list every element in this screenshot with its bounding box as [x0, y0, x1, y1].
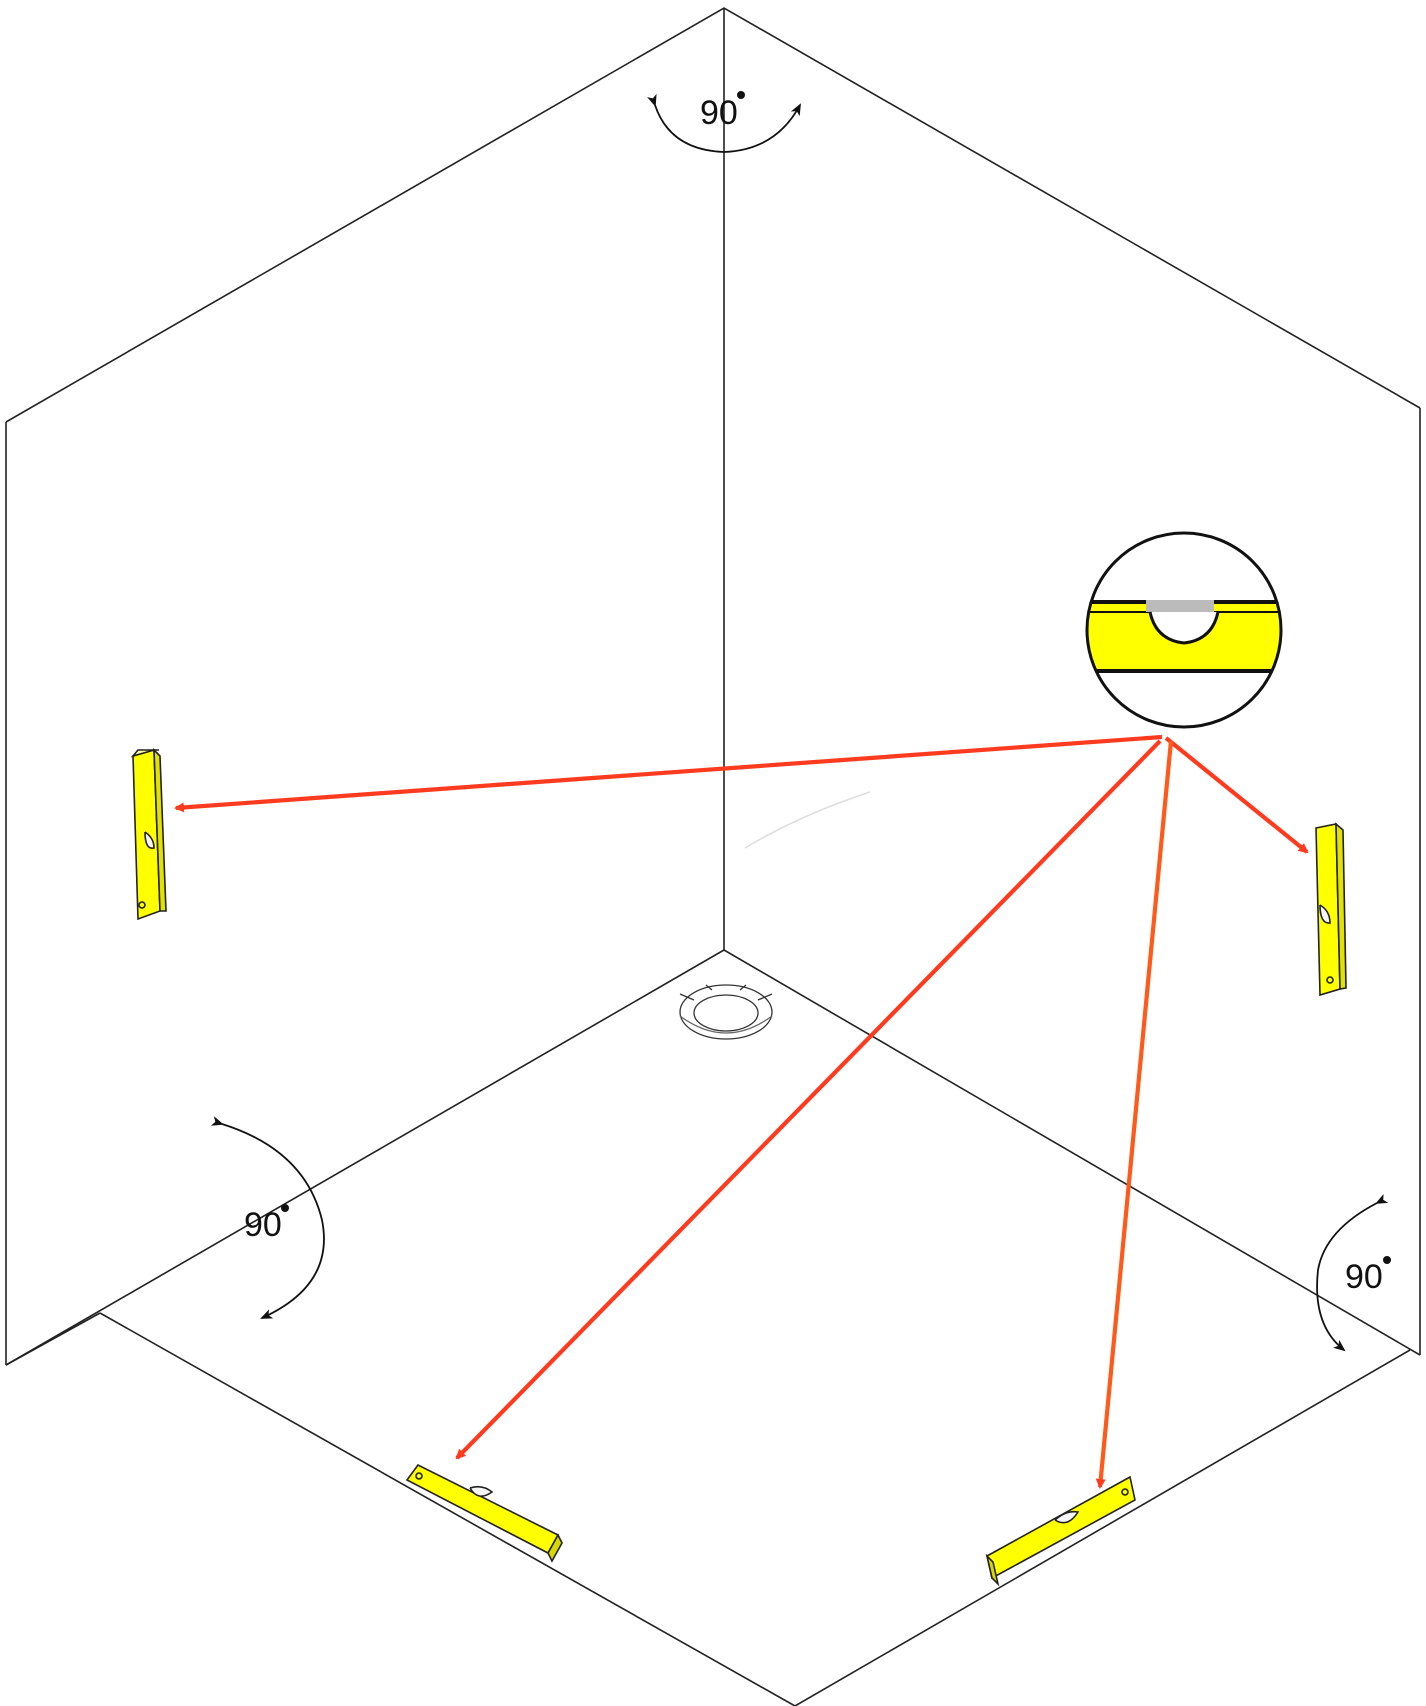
degree-symbol-icon — [281, 1204, 289, 1212]
spirit-level-bubble-icon — [1085, 531, 1283, 729]
laser-line-right-wall — [1164, 736, 1309, 854]
angle-label-top: 90 — [700, 94, 738, 132]
floor-drain-icon — [679, 984, 773, 1040]
laser-lines — [174, 734, 1309, 1489]
right-rotation-arrow-icon — [1316, 1193, 1389, 1352]
floor-front-edges — [99, 1312, 1411, 1706]
zoom-callout-circle — [1085, 531, 1283, 729]
left-wall-edge — [5, 7, 1421, 423]
laser-line-left-wall — [174, 734, 1163, 813]
left-floor-wall-edge — [5, 949, 725, 1366]
rotation-arrows — [210, 93, 1389, 1352]
spirit-level-right-wall — [1315, 822, 1347, 997]
degree-symbol-icon — [737, 91, 745, 99]
degree-symbol-icon — [1383, 1256, 1391, 1264]
top-rotation-arrow-icon — [647, 93, 801, 153]
angle-label-right: 90 — [1345, 1258, 1383, 1296]
spirit-level-left-wall — [130, 747, 167, 921]
angle-labels: 90 90 90 — [244, 91, 1391, 1296]
room-outline — [5, 7, 1421, 1706]
laser-line-front-left-floor — [455, 739, 1162, 1460]
angle-label-left: 90 — [244, 1206, 282, 1244]
right-floor-wall-edge — [723, 949, 1421, 1356]
spirit-level-front-left-floor — [405, 1463, 563, 1563]
spirit-level-front-right-floor — [985, 1475, 1136, 1587]
laser-line-front-right-floor — [1095, 740, 1174, 1489]
left-rotation-arrow-icon — [210, 1116, 325, 1319]
floor-wall-side-line — [5, 1312, 101, 1366]
floor-shade-mark — [744, 791, 871, 849]
